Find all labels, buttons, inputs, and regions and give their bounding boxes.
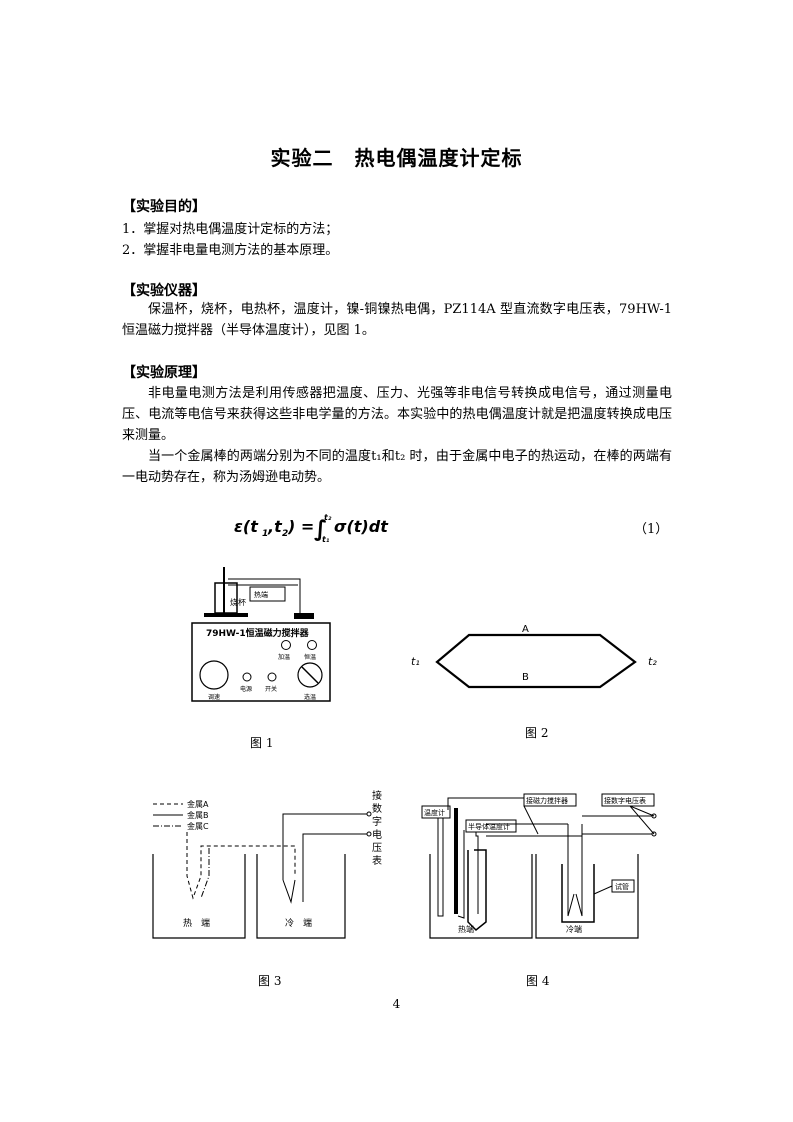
metal-b-label: B (522, 672, 529, 683)
svg-text:∫: ∫ (314, 517, 327, 542)
hot-end-label: 热端 (254, 590, 268, 599)
apparatus-text: 保温杯，烧杯，电热杯，温度计，镍-铜镍热电偶，PZ114A 型直流数字电压表，7… (122, 302, 672, 338)
figure-1-caption: 图 1 (250, 736, 274, 750)
integral-upper: t₂ (324, 513, 332, 522)
equation-number: （1） (634, 522, 669, 537)
section-heading-purpose: 【实验目的】 (122, 199, 206, 215)
page-title: 实验二 热电偶温度计定标 (270, 146, 523, 170)
fig3-meter-label: 接数字电压表 (372, 791, 382, 867)
power-label: 电源 (240, 685, 252, 693)
semiconductor-box (465, 819, 517, 833)
legend-metal-c: 金属C (187, 821, 209, 831)
temp-select-label: 选温 (304, 693, 316, 701)
beaker-label: 烧杯 (230, 597, 246, 607)
principle-paragraph-1: 非电量电测方法是利用传感器把温度、压力、光强等非电信号转换成电信号，通过测量电压… (122, 386, 672, 443)
device-label: 79HW-1恒温磁力搅拌器 (206, 627, 310, 639)
t1-label: t₁ (411, 655, 420, 668)
semiconductor-label: 半导体温度计 (468, 822, 510, 831)
purpose-item-1: 1．掌握对热电偶温度计定标的方法； (122, 222, 339, 237)
purpose-item-2: 2．掌握非电量电测方法的基本原理。 (122, 243, 339, 258)
equation-1: ε(t 1 ,t 2 ) = ∫ t₂ t₁ σ(t)dt (232, 510, 392, 548)
figure-4-caption: 图 4 (526, 974, 550, 988)
cold-container (256, 854, 346, 939)
switch-label: 开关 (265, 685, 277, 693)
stirrer-label: 接磁力搅拌器 (526, 796, 568, 805)
figure-4-setup: 温度计 接磁力搅拌器 接数字电压表 半导体温度计 试管 热端 冷端 (421, 793, 657, 939)
tube-label: 试管 (615, 882, 629, 891)
figure-3-measurement: 金属A 金属B 金属C 热 端 冷 端 (152, 799, 372, 939)
legend-metal-a: 金属A (187, 799, 209, 809)
stirrer-device (191, 622, 331, 702)
thermometer-box (421, 805, 451, 819)
test-tube (561, 864, 595, 923)
hot-container (152, 854, 246, 939)
stirrer-box (523, 793, 577, 807)
figure-2-caption: 图 2 (525, 726, 549, 740)
t2-label: t₂ (648, 655, 657, 668)
figure-3-caption: 图 3 (258, 974, 282, 988)
equation-graphic: ε(t 1 ,t 2 ) = ∫ t₂ t₁ σ(t)dt (234, 513, 389, 544)
voltmeter-label: 接数字电压表 (604, 796, 646, 805)
section-heading-principle: 【实验原理】 (122, 365, 206, 381)
voltmeter-box (601, 793, 655, 807)
speed-label: 调速 (208, 693, 220, 701)
heat-label: 加温 (278, 653, 290, 661)
svg-text:) =: ) = (287, 517, 314, 536)
figure-1-apparatus: 烧杯 热端 79HW-1恒温磁力搅拌器 加温 恒温 调速 电源 开关 选温 (191, 567, 331, 702)
const-temp-label: 恒温 (304, 653, 316, 661)
hot-end-box (249, 586, 286, 602)
svg-text:ε(t: ε(t (234, 517, 259, 536)
svg-text:σ(t)dt: σ(t)dt (334, 517, 389, 536)
svg-text:,t: ,t (267, 517, 283, 536)
hot-container (429, 854, 533, 939)
section-heading-apparatus: 【实验仪器】 (122, 283, 206, 299)
legend-metal-b: 金属B (187, 810, 209, 820)
svg-text:2: 2 (282, 529, 288, 539)
cold-container (535, 854, 639, 939)
svg-text:1: 1 (262, 529, 268, 539)
integral-lower: t₁ (322, 535, 330, 544)
hot-text: 热端 (458, 924, 474, 934)
principle-paragraph-2: 当一个金属棒的两端分别为不同的温度t₁和t₂ 时，由于金属中电子的热运动，在棒的… (122, 449, 672, 485)
figure-2-thermocouple: A B t₁ t₂ (411, 624, 657, 689)
metal-a-label: A (522, 624, 529, 635)
page-number: 4 (392, 997, 401, 1011)
thermometer-label: 温度计 (424, 808, 445, 817)
hot-end-text: 热 端 (183, 917, 210, 929)
cold-text: 冷端 (566, 924, 582, 934)
cold-end-text: 冷 端 (285, 917, 312, 929)
